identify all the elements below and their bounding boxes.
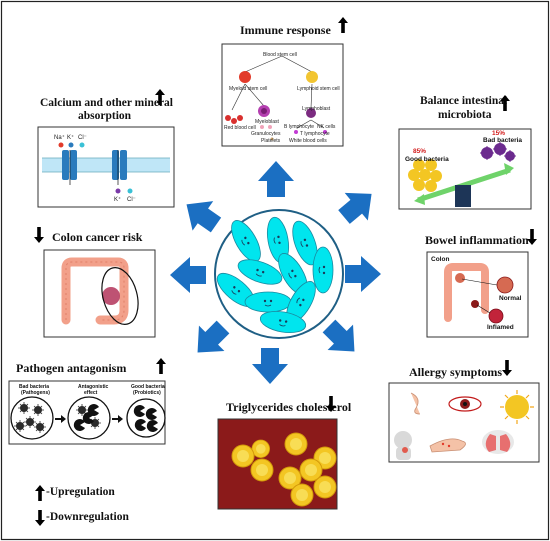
calcium-label-line2: absorption bbox=[78, 110, 132, 122]
stage2-sublabel: effect bbox=[84, 390, 98, 396]
good-bacteria-label: Good bacteria bbox=[405, 156, 449, 163]
up-arrow-icon bbox=[500, 95, 510, 111]
immune-panel bbox=[221, 43, 344, 147]
balance-panel bbox=[398, 128, 532, 210]
balance-label-line2: microbiota bbox=[438, 109, 492, 121]
stage3-label: Good bacteria bbox=[131, 384, 165, 390]
bad-bacteria-label: Bad bacteria bbox=[483, 137, 523, 144]
pathogen-label: Pathogen antagonism bbox=[16, 361, 127, 375]
inflamed-label: Inflamed bbox=[487, 324, 514, 331]
up-arrow-icon bbox=[35, 485, 45, 501]
up-arrow-icon bbox=[338, 17, 348, 33]
colon-label: Colon bbox=[431, 256, 450, 263]
immune-cell-label: B lymphocyte bbox=[284, 124, 315, 130]
ion-label: Cl⁻ bbox=[78, 135, 87, 141]
bad-bacteria-pct: 15% bbox=[492, 130, 506, 137]
immune-cell-label: Red blood cell bbox=[224, 125, 256, 131]
legend-down: -Downregulation bbox=[46, 511, 129, 523]
immune-cell-label: Myeloid stem cell bbox=[229, 86, 268, 92]
normal-label: Normal bbox=[499, 295, 522, 302]
down-arrow-icon bbox=[527, 229, 537, 245]
triglycerides-label: Triglycerides cholesterol bbox=[226, 400, 352, 414]
calcium-label-line1: Calcium and other mineral bbox=[40, 97, 173, 109]
immune-cell-label: Granulocytes bbox=[251, 131, 281, 137]
down-arrow-icon bbox=[34, 227, 44, 243]
probiotic-circle bbox=[211, 209, 344, 339]
stage2-label: Antagonistic bbox=[78, 384, 109, 390]
bowel-label: Bowel inflammation bbox=[425, 233, 529, 247]
allergy-panel bbox=[388, 382, 540, 463]
triglycerides-panel bbox=[217, 418, 338, 510]
stage1-sublabel: (Pathogens) bbox=[21, 390, 50, 396]
colon-cancer-panel bbox=[43, 249, 156, 338]
up-arrow-icon bbox=[155, 89, 165, 105]
immune-cell-label: NK cells bbox=[317, 124, 336, 130]
immune-cell-label: Blood stem cell bbox=[263, 52, 297, 58]
immune-cell-label: T lymphocyte bbox=[300, 131, 330, 137]
immune-cell-label: Myeloblast bbox=[255, 119, 279, 125]
bowel-panel bbox=[426, 251, 529, 338]
legend-up: -Upregulation bbox=[46, 486, 115, 498]
colon-cancer-label: Colon cancer risk bbox=[52, 230, 143, 244]
immune-cell-label: Lymphoid stem cell bbox=[297, 86, 340, 92]
up-arrow-icon bbox=[156, 358, 166, 374]
down-arrow-icon bbox=[502, 360, 512, 376]
calcium-panel bbox=[37, 126, 175, 208]
ion-label: Na⁺ bbox=[54, 135, 65, 141]
immune-cell-label: White blood cells bbox=[289, 138, 327, 144]
balance-label-line1: Balance intestinal bbox=[420, 95, 508, 107]
down-arrow-icon bbox=[35, 510, 45, 526]
pathogen-panel bbox=[8, 380, 166, 445]
ion-label: K⁺ bbox=[114, 197, 122, 203]
good-bacteria-pct: 85% bbox=[413, 148, 427, 155]
immune-cell-label: Platelets bbox=[261, 138, 281, 144]
immune-cell-label: Lymphoblast bbox=[302, 106, 331, 112]
stage1-label: Bad bacteria bbox=[19, 384, 50, 390]
ion-label: Cl⁻ bbox=[127, 197, 136, 203]
ion-label: K⁺ bbox=[67, 135, 75, 141]
allergy-label: Allergy symptoms bbox=[409, 365, 502, 379]
stage3-sublabel: (Probiotics) bbox=[133, 390, 161, 396]
immune-label: Immune response bbox=[240, 23, 331, 37]
down-arrow-icon bbox=[326, 396, 336, 412]
